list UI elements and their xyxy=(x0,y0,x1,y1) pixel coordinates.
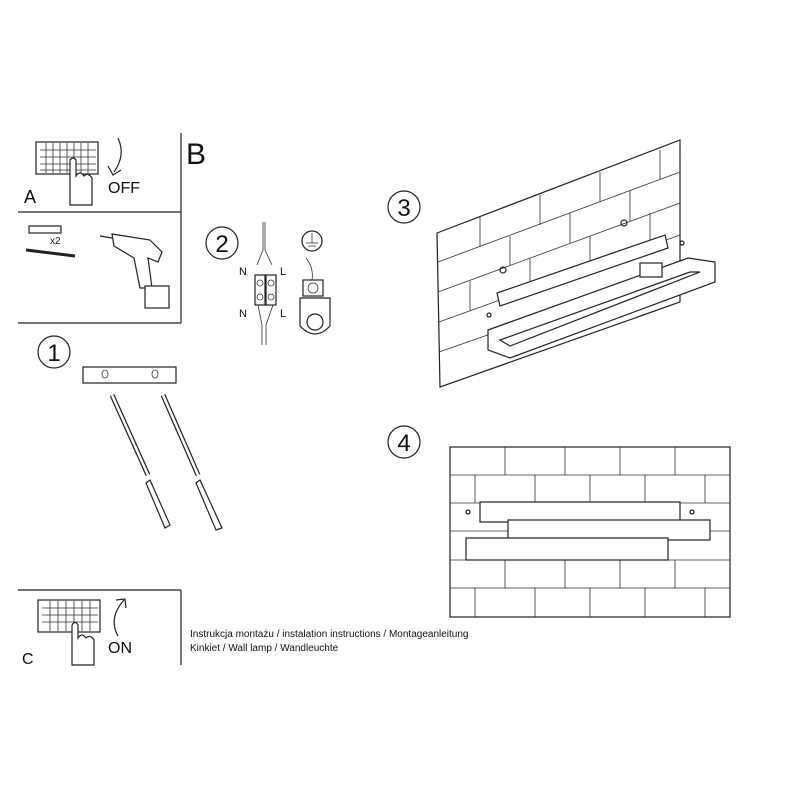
arrow-down-icon xyxy=(107,137,122,176)
step-3-number: 3 xyxy=(397,195,410,222)
screw-icon xyxy=(25,248,76,258)
ground-symbol-icon xyxy=(301,230,323,252)
neutral-label-bottom: N xyxy=(239,308,247,320)
drill-icon xyxy=(99,233,170,309)
wall-plug-icon xyxy=(28,225,62,234)
ground-terminal-icon xyxy=(299,279,331,335)
panel-c: C ON xyxy=(22,598,132,668)
caption: Instrukcja montażu / instalation instruc… xyxy=(190,629,469,654)
panel-c-letter: C xyxy=(22,651,34,668)
panel-a: A OFF xyxy=(24,137,140,207)
plug-count: x2 xyxy=(50,236,61,247)
screw-and-plug-icon xyxy=(109,393,223,531)
live-label-bottom: L xyxy=(280,308,286,320)
arrow-up-icon xyxy=(113,598,127,637)
neutral-label-top: N xyxy=(239,266,247,278)
lamp-bracket-icon xyxy=(486,219,716,359)
on-label: ON xyxy=(108,640,132,657)
step-2-wiring: 2 N L N L xyxy=(205,222,331,345)
step-1-number: 1 xyxy=(47,340,60,367)
step-3-mounting: 3 xyxy=(387,139,716,388)
breaker-box-icon xyxy=(35,141,99,175)
hand-icon xyxy=(69,157,93,206)
hand-icon xyxy=(71,621,95,666)
off-label: OFF xyxy=(108,180,140,197)
panel-a-letter: A xyxy=(24,187,36,207)
step-1-drilling: 1 xyxy=(37,335,223,531)
step-2-number: 2 xyxy=(215,231,228,258)
caption-line-1: Instrukcja montażu / instalation instruc… xyxy=(190,629,469,640)
caption-line-2: Kinkiet / Wall lamp / Wandleuchte xyxy=(190,643,339,654)
panel-tools: x2 xyxy=(25,225,170,309)
step-4-finished: 4 xyxy=(387,425,731,618)
live-label-top: L xyxy=(280,266,286,278)
panel-frame xyxy=(18,133,182,665)
wall-lamp-icon xyxy=(465,501,711,561)
panel-b-letter: B xyxy=(186,138,206,171)
step-4-number: 4 xyxy=(397,430,410,457)
